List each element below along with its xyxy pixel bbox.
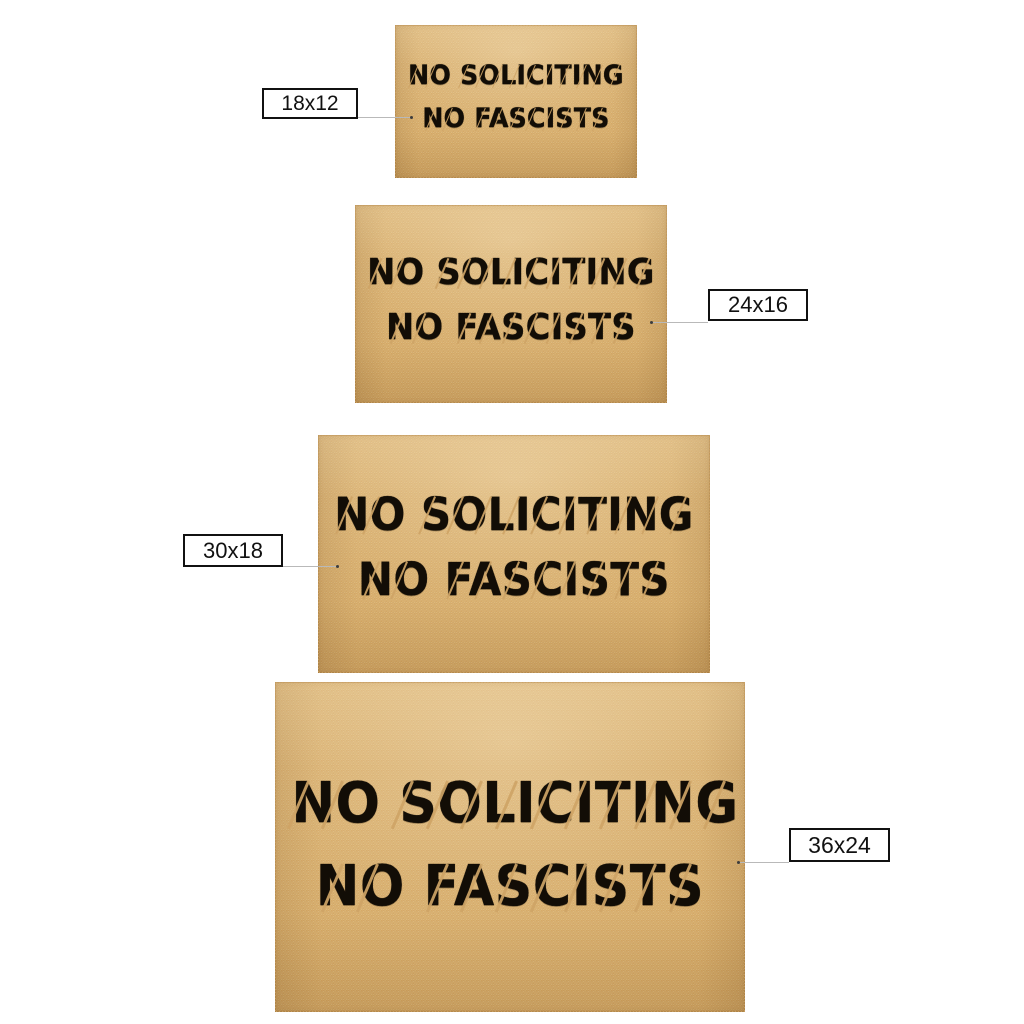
mat-coir-texture (395, 25, 637, 178)
mat-18x12-leader-line (358, 117, 411, 118)
mat-24x16-line-2: NO FASCISTS (386, 307, 636, 348)
mat-30x18-leader-line (283, 566, 337, 567)
mat-18x12-line-2: NO FASCISTS (422, 103, 610, 134)
mat-30x18-leader-anchor (336, 565, 339, 568)
mat-30x18: NO SOLICITING NO FASCISTS (318, 435, 710, 673)
mat-36x24-line-1: NO SOLICITING (291, 771, 739, 836)
mat-18x12-leader-anchor (410, 116, 413, 119)
mat-30x18-line-2: NO FASCISTS (357, 553, 671, 606)
mat-18x12-size-label: 18x12 (281, 91, 339, 115)
mat-36x24-size-callout[interactable]: 36x24 (789, 828, 890, 862)
mat-24x16: NO SOLICITING NO FASCISTS (355, 205, 667, 403)
mat-24x16-leader-anchor (650, 321, 653, 324)
mat-24x16-size-label: 24x16 (728, 292, 788, 317)
mat-coir-texture (275, 682, 745, 1012)
mat-36x24: NO SOLICITING NO FASCISTS (275, 682, 745, 1012)
mat-24x16-size-callout[interactable]: 24x16 (708, 289, 808, 321)
mat-30x18-line-1: NO SOLICITING (334, 488, 694, 541)
mat-18x12-size-callout[interactable]: 18x12 (262, 88, 358, 119)
mat-36x24-line-2: NO FASCISTS (315, 854, 705, 919)
mat-coir-texture (355, 205, 667, 403)
mat-36x24-leader-line (738, 862, 789, 863)
mat-36x24-leader-anchor (737, 861, 740, 864)
mat-18x12-line-1: NO SOLICITING (408, 60, 624, 91)
mat-24x16-leader-line (651, 322, 708, 323)
mat-30x18-size-label: 30x18 (203, 537, 263, 563)
mat-24x16-line-1: NO SOLICITING (367, 252, 655, 293)
mat-18x12: NO SOLICITING NO FASCISTS (395, 25, 637, 178)
mat-30x18-size-callout[interactable]: 30x18 (183, 534, 283, 567)
mat-36x24-size-label: 36x24 (808, 831, 871, 858)
